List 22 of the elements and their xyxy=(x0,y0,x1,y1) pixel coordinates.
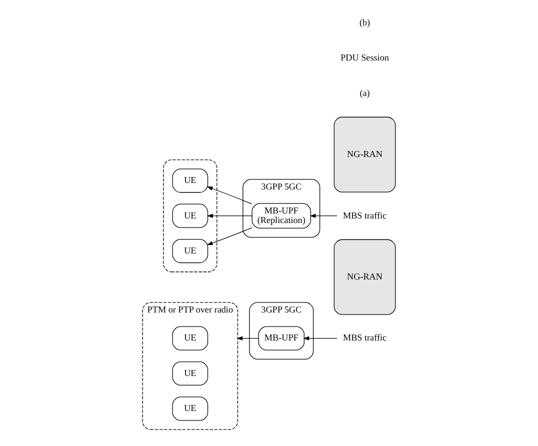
node-box: UE xyxy=(172,168,208,193)
node-box: UE xyxy=(172,361,208,386)
node-box: NG-RAN xyxy=(334,239,396,315)
arrow xyxy=(206,227,252,246)
node-box: UE xyxy=(172,204,208,228)
arrow xyxy=(206,186,252,204)
node-box: UE xyxy=(172,326,208,350)
arrow xyxy=(310,214,338,218)
arrow xyxy=(236,336,259,340)
arrow xyxy=(207,214,252,218)
node-box: MB-UPF xyxy=(258,326,304,350)
node-box: UE xyxy=(172,396,208,421)
cluster xyxy=(163,159,218,272)
node-box: NG-RAN xyxy=(334,116,396,192)
arrow xyxy=(303,336,338,340)
node-text: MBS traffic xyxy=(342,332,387,343)
node-text: MBS traffic xyxy=(342,210,387,220)
label: (b) xyxy=(359,17,370,28)
node-box: UE xyxy=(172,238,208,264)
node-box: MB-UPF (Replication) xyxy=(252,203,312,229)
label: PDU Session xyxy=(340,52,389,63)
label: (a) xyxy=(360,88,370,98)
